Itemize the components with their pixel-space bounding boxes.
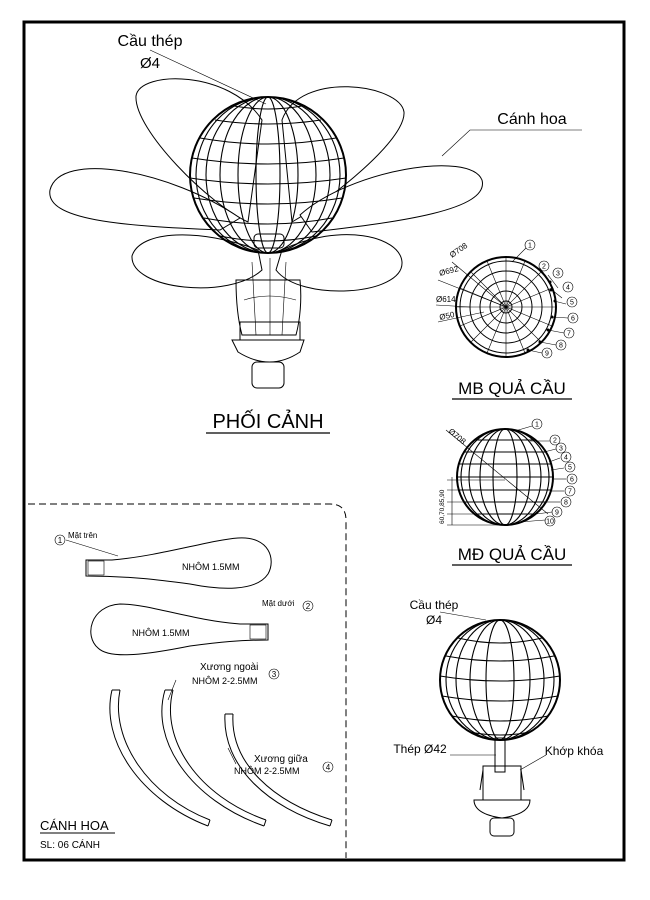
svg-text:2: 2: [542, 264, 546, 271]
elevation-view: [445, 425, 566, 526]
svg-text:3: 3: [559, 446, 563, 453]
assembly-ball-label: Cầu thép: [410, 598, 459, 612]
svg-text:8: 8: [559, 343, 563, 350]
perspective-ball-label: Cầu thép: [118, 33, 183, 50]
plan-view-title: MB QUẢ CẦU: [458, 379, 566, 398]
assembly-pipe-label: Thép Ø42: [393, 742, 447, 756]
part3-number: 3: [272, 670, 277, 679]
part1-number: 1: [58, 536, 63, 545]
svg-text:7: 7: [568, 489, 572, 496]
svg-text:9: 9: [545, 351, 549, 358]
elevation-callouts: 1 2 3 4 5 6 7 8 9 10: [531, 418, 578, 527]
svg-text:2: 2: [553, 438, 557, 445]
sheet-border: [22, 20, 626, 862]
svg-text:6: 6: [571, 316, 575, 323]
svg-text:10: 10: [546, 519, 554, 526]
elev-heights: 60,70,85,90: [439, 489, 446, 524]
svg-text:5: 5: [570, 300, 574, 307]
part2-number: 2: [306, 602, 311, 611]
part3-material: NHÔM 2-2.5MM: [192, 676, 258, 686]
svg-text:1: 1: [528, 243, 532, 250]
petal-quantity: SL: 06 CÁNH: [40, 838, 100, 851]
part1-name: Mặt trên: [68, 531, 97, 540]
elev-dia-708: Ø708: [447, 427, 468, 447]
plan-dia-708: Ø708: [448, 241, 470, 260]
elevation-view-title: MĐ QUẢ CẦU: [458, 545, 567, 564]
perspective-title: PHỐI CẢNH: [212, 409, 323, 433]
svg-text:3: 3: [556, 271, 560, 278]
part2-name: Mặt dưới: [262, 599, 295, 608]
perspective-flower: [49, 49, 582, 389]
svg-text:8: 8: [564, 500, 568, 507]
assembly-ball-dim: Ø4: [426, 613, 442, 627]
plan-dia-50: Ø50: [439, 310, 456, 322]
svg-text:4: 4: [564, 455, 568, 462]
part3-name: Xương ngoài: [200, 662, 258, 673]
svg-text:4: 4: [566, 285, 570, 292]
petal-label: Cánh hoa: [497, 111, 566, 128]
svg-text:7: 7: [567, 331, 571, 338]
petal-detail-title: CÁNH HOA: [40, 818, 109, 833]
svg-text:9: 9: [555, 510, 559, 517]
part1-material: NHÔM 1.5MM: [182, 562, 240, 572]
plan-dia-614: Ø614: [436, 295, 456, 304]
part4-number: 4: [326, 763, 331, 772]
perspective-ball-dim: Ø4: [140, 55, 160, 72]
assembly-view: [439, 611, 561, 837]
part2-material: NHÔM 1.5MM: [132, 628, 190, 638]
assembly-lock-label: Khớp khóa: [545, 744, 604, 758]
plan-dia-692: Ø692: [438, 264, 460, 278]
svg-text:6: 6: [570, 477, 574, 484]
part4-name: Xương giữa: [254, 754, 308, 765]
plan-view: [435, 247, 569, 358]
plan-callouts: 1 2 3 4 5 6 7 8 9: [524, 239, 579, 359]
part4-material: NHÔM 2-2.5MM: [234, 766, 300, 776]
petal-detail-region: [28, 503, 347, 858]
svg-text:1: 1: [535, 422, 539, 429]
svg-text:5: 5: [568, 465, 572, 472]
